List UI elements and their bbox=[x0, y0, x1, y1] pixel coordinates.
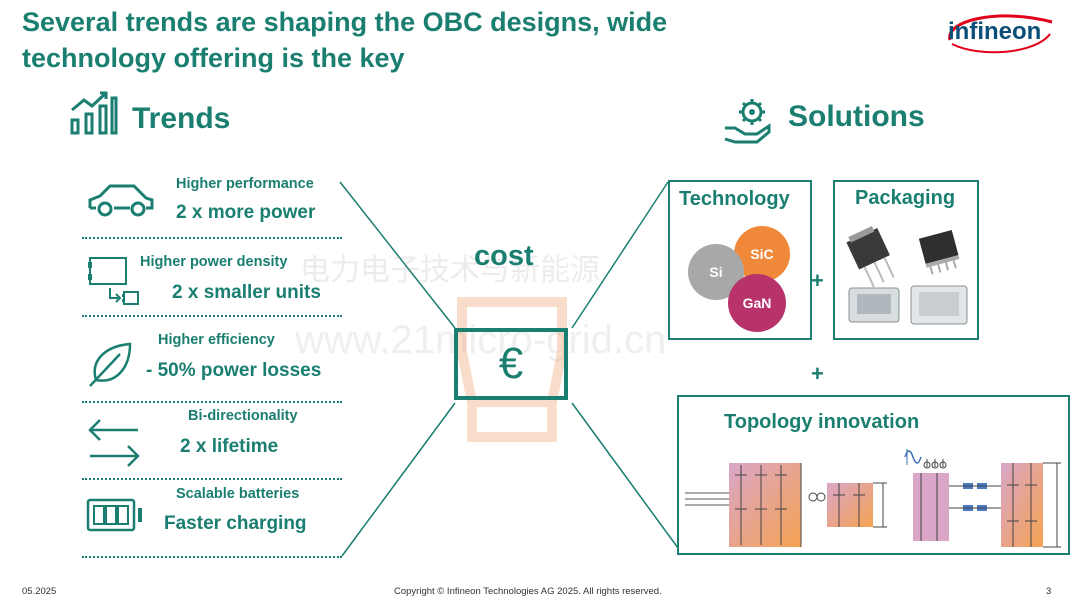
watermark-cn: 电力电子技术与新能源 bbox=[300, 254, 600, 287]
component-images bbox=[843, 222, 971, 335]
divider bbox=[82, 478, 342, 480]
footer-page-number: 3 bbox=[1046, 586, 1052, 597]
sic-label: SiC bbox=[750, 246, 774, 262]
trend-sub: 2 x lifetime bbox=[180, 436, 279, 457]
trend-head: Higher efficiency bbox=[158, 332, 275, 348]
trends-chart-icon bbox=[70, 90, 120, 138]
trend-sub: Faster charging bbox=[164, 513, 307, 534]
solutions-heading: Solutions bbox=[788, 100, 925, 133]
slide-title: Several trends are shaping the OBC desig… bbox=[22, 4, 842, 76]
trend-head: Scalable batteries bbox=[176, 486, 300, 502]
divider bbox=[82, 401, 342, 403]
leaf-icon bbox=[86, 340, 136, 393]
topology-title: Topology innovation bbox=[724, 411, 920, 433]
euro-symbol: € bbox=[498, 339, 524, 388]
fist-icon bbox=[452, 282, 574, 442]
infineon-logo: infineon bbox=[940, 10, 1060, 54]
technology-box: Technology SiC Si GaN bbox=[668, 180, 812, 340]
battery-icon bbox=[86, 498, 146, 539]
divider bbox=[82, 556, 342, 558]
cost-label: cost bbox=[474, 240, 534, 272]
trend-item-density: Higher power density 2 x smaller units bbox=[82, 246, 342, 318]
title-line-2: technology offering is the key bbox=[22, 43, 405, 73]
trend-head: Higher performance bbox=[176, 176, 314, 192]
bidirectional-arrows-icon bbox=[86, 418, 142, 473]
footer-date: 05.2025 bbox=[22, 586, 57, 597]
topology-schematic bbox=[681, 445, 1065, 554]
gan-circle: GaN bbox=[728, 274, 786, 332]
trend-sub: - 50% power losses bbox=[146, 360, 322, 381]
logo-text: infineon bbox=[948, 18, 1042, 45]
si-label: Si bbox=[709, 264, 723, 280]
trend-head: Higher power density bbox=[140, 254, 288, 270]
trend-item-batteries: Scalable batteries Faster charging bbox=[82, 480, 342, 552]
plus-sign: + bbox=[811, 361, 824, 386]
technology-title: Technology bbox=[679, 188, 790, 210]
gan-label: GaN bbox=[742, 295, 772, 311]
trend-item-performance: Higher performance 2 x more power bbox=[82, 168, 342, 240]
title-line-1: Several trends are shaping the OBC desig… bbox=[22, 7, 668, 37]
shrink-box-icon bbox=[86, 256, 146, 317]
trend-sub: 2 x smaller units bbox=[172, 282, 321, 303]
trends-heading: Trends bbox=[132, 102, 231, 135]
divider bbox=[82, 315, 342, 317]
trend-head: Bi-directionality bbox=[188, 408, 298, 424]
car-icon bbox=[86, 180, 156, 225]
trend-item-efficiency: Higher efficiency - 50% power losses bbox=[82, 324, 342, 396]
watermark-url: www.21micro-grid.cn bbox=[295, 318, 667, 362]
packaging-title: Packaging bbox=[855, 187, 956, 209]
trend-item-bidirectional: Bi-directionality 2 x lifetime bbox=[82, 404, 342, 476]
plus-sign: + bbox=[811, 268, 824, 293]
packaging-box: Packaging bbox=[833, 180, 979, 340]
euro-note: € bbox=[454, 328, 568, 400]
hand-gear-icon bbox=[722, 96, 774, 146]
divider bbox=[82, 237, 342, 239]
trend-sub: 2 x more power bbox=[176, 202, 316, 223]
footer-copyright: Copyright © Infineon Technologies AG 202… bbox=[394, 586, 662, 597]
topology-box: Topology innovation bbox=[677, 395, 1070, 555]
